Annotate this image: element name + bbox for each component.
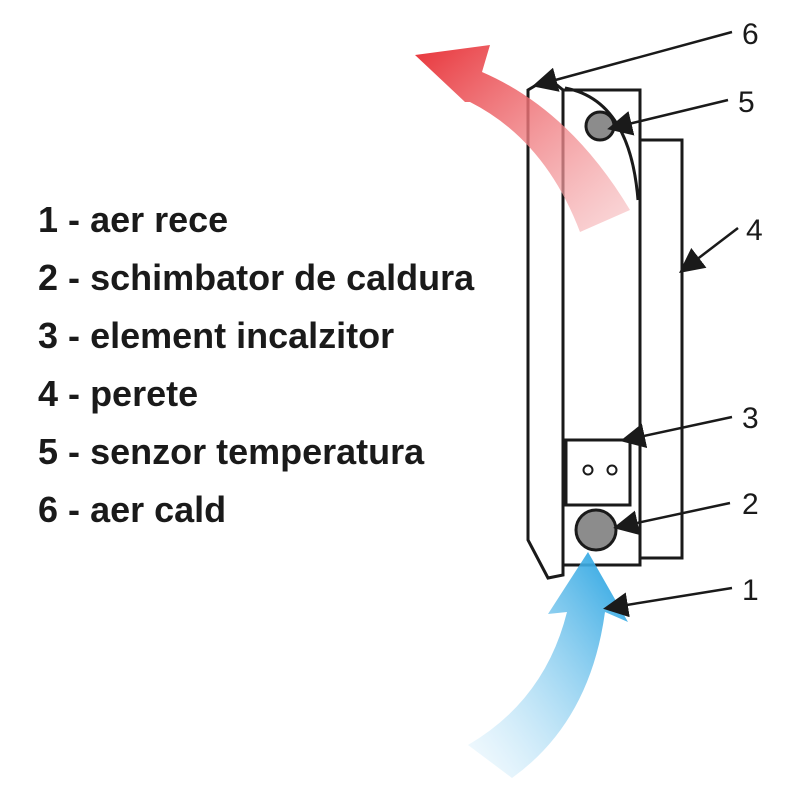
callout-6: 6 (742, 18, 759, 51)
heat-exchanger (574, 508, 618, 552)
callout-1: 1 (742, 574, 759, 607)
legend-item-3: 3 - element incalzitor (38, 315, 394, 356)
legend-item-6: 6 - aer cald (38, 489, 226, 530)
callout-2: 2 (742, 488, 759, 521)
wall (638, 138, 684, 560)
legend-item-5: 5 - senzor temperatura (38, 431, 425, 472)
temperature-sensor (584, 110, 616, 142)
heating-element-hole-left (582, 464, 594, 476)
legend-item-2: 2 - schimbator de caldura (38, 257, 475, 298)
legend-item-1: 1 - aer rece (38, 199, 228, 240)
heating-element (564, 438, 632, 507)
leader-line-1 (603, 586, 733, 618)
leader-line-6 (532, 30, 733, 92)
legend: 1 - aer rece 2 - schimbator de caldura 3… (38, 199, 475, 530)
callout-4: 4 (746, 214, 763, 247)
heater-body (561, 88, 642, 567)
heating-element-hole-right (606, 464, 618, 476)
hot-air-arrow (415, 45, 630, 232)
leader-line-4 (679, 227, 739, 274)
callout-3: 3 (742, 402, 759, 435)
callout-5: 5 (738, 86, 755, 119)
leader-line-3 (620, 415, 733, 449)
leader-line-2 (613, 501, 731, 536)
cold-air-arrow (468, 552, 628, 778)
legend-item-4: 4 - perete (38, 373, 198, 414)
leader-line-5 (607, 98, 729, 136)
